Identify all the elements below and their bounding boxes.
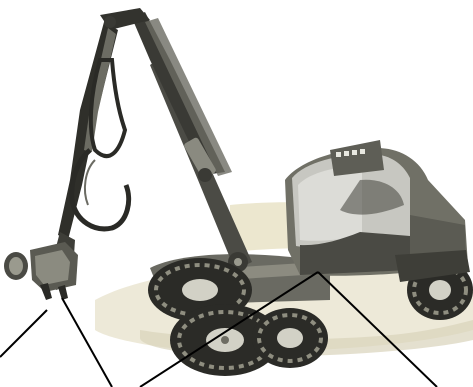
wheel-middle [252, 308, 328, 368]
harvester-head [4, 232, 78, 300]
crane-boom [58, 8, 252, 272]
callout-line-1 [0, 310, 47, 357]
